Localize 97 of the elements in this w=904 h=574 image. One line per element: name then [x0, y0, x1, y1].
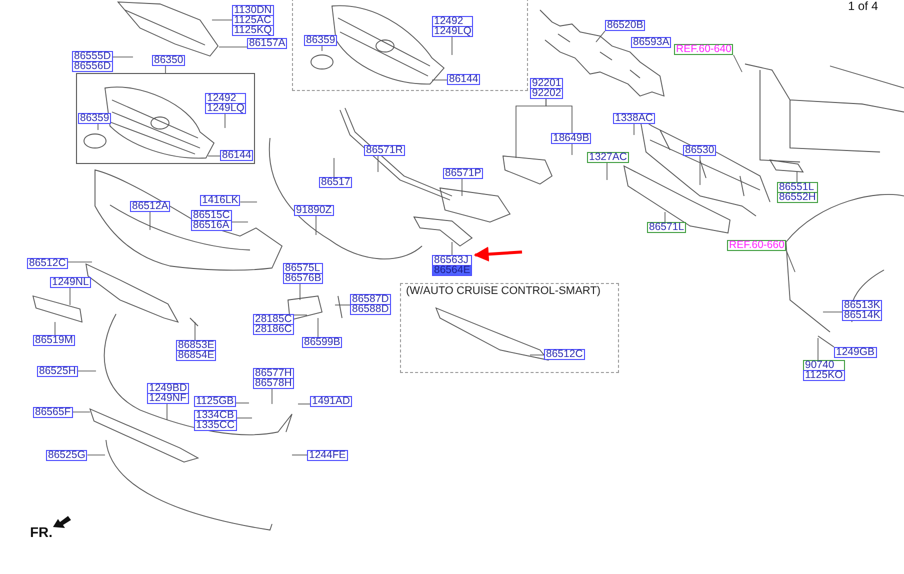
part-number: 86519M	[33, 335, 75, 346]
reference-label: REF.60-640	[674, 44, 734, 55]
part-number: 86555D	[72, 51, 113, 62]
leader-line	[54, 322, 56, 336]
part-number: 86576B	[283, 273, 324, 284]
part-number: 86514K	[842, 310, 882, 321]
leader-line	[786, 250, 796, 272]
part-number: 86587D	[350, 294, 391, 305]
part-number: 1125GB	[194, 396, 236, 407]
leader-line	[194, 322, 196, 340]
part-number: 86551L	[777, 182, 818, 193]
part-number: 91890Z	[294, 205, 334, 216]
leader-line	[796, 172, 798, 182]
leader-line	[293, 314, 308, 316]
part-number: 86359	[78, 113, 112, 124]
part-number: 86854E	[176, 350, 216, 361]
part-number: 1130DN	[232, 5, 274, 16]
leader-line	[224, 114, 226, 128]
leader-line	[818, 336, 834, 348]
note-text: (W/AUTO CRUISE CONTROL-SMART)	[406, 285, 601, 297]
leader-line	[166, 404, 168, 420]
part-number: 86525H	[37, 366, 78, 377]
page-number: 1 of 4	[848, 0, 878, 13]
part-number: 86512A	[130, 201, 170, 212]
part-number: 86578H	[253, 378, 294, 389]
part-number: 1125AC	[232, 15, 274, 26]
part-number: 86588D	[350, 304, 391, 315]
part-number: 1249NF	[147, 393, 189, 404]
part-number: 1249LQ	[432, 26, 474, 37]
part-number: 1335CC	[194, 420, 237, 431]
leader-line	[516, 98, 546, 158]
part-number: 28186C	[253, 324, 294, 335]
part-number: 92201	[530, 78, 564, 89]
leader-line	[292, 454, 308, 456]
part-number: 86513K	[842, 300, 882, 311]
part-number: 86853E	[176, 340, 216, 351]
part-number: 1244FE	[307, 450, 348, 461]
part-number: 86350	[152, 55, 186, 66]
part-number: 86517	[319, 177, 352, 188]
part-number: 86599B	[302, 337, 342, 348]
part-number: 86575L	[283, 263, 324, 274]
part-number: 86144	[220, 150, 254, 161]
option-frame	[400, 283, 619, 373]
part-number: 12492	[205, 93, 246, 104]
leader-line	[218, 46, 248, 48]
part-number: 86516A	[191, 220, 232, 231]
dashed-group-frame	[292, 0, 528, 91]
part-number: 86571R	[364, 145, 405, 156]
part-number: 86512C	[27, 258, 68, 269]
part-number: 86571L	[647, 222, 686, 233]
part-number: 1249NL	[50, 277, 91, 288]
pointer-arrow	[474, 246, 522, 262]
part-number: 86593A	[631, 37, 672, 48]
part-number: 92202	[530, 88, 564, 99]
part-number: 86520B	[605, 20, 646, 31]
part-number: 86515C	[191, 210, 232, 221]
part-number: 86157A	[247, 38, 288, 49]
part-number: 1249BD	[147, 383, 189, 394]
part-number: 1125KQ	[232, 25, 274, 36]
part-number: 86577H	[253, 368, 294, 379]
part-number: 86552H	[777, 192, 818, 203]
part-number: 18649B	[551, 133, 592, 144]
part-number: 1125KO	[803, 370, 845, 381]
part-number: 86359	[304, 35, 338, 46]
part-number: 1327AC	[587, 152, 629, 163]
part-number: 86144	[447, 74, 480, 85]
leader-line	[664, 212, 666, 222]
leader-line	[235, 402, 250, 404]
leader-line	[77, 370, 96, 372]
part-number: 86565F	[33, 407, 73, 418]
part-number: 86512C	[544, 349, 585, 360]
part-number: 1249LQ	[205, 103, 246, 114]
part-number: 86525G	[46, 450, 88, 461]
part-number: 1338AC	[613, 113, 655, 124]
part-number: 86530	[683, 145, 716, 156]
part-number: 86556D	[72, 61, 113, 72]
part-number: 1416LK	[200, 195, 240, 206]
part-number: 28185C	[253, 314, 294, 325]
leader-line	[165, 66, 166, 74]
part-number: 1334CB	[194, 410, 237, 421]
part-number: 86563J	[432, 255, 472, 266]
group-frame	[76, 73, 255, 164]
leader-line	[733, 54, 742, 72]
reference-label: REF.60-660	[727, 240, 786, 251]
part-number: 86564E	[432, 265, 472, 276]
part-number: 86571P	[443, 168, 484, 179]
part-number: 12492	[432, 16, 474, 27]
leader-line	[530, 354, 544, 356]
leader-line	[606, 162, 608, 180]
front-direction-label: FR.	[30, 524, 53, 540]
part-number: 90740	[803, 360, 845, 371]
part-number: 1491AD	[310, 396, 352, 407]
part-number: 1249GB	[834, 347, 877, 358]
leader-line	[87, 454, 106, 456]
leader-line	[334, 304, 350, 306]
leader-line	[596, 30, 606, 42]
leader-line	[112, 56, 134, 58]
